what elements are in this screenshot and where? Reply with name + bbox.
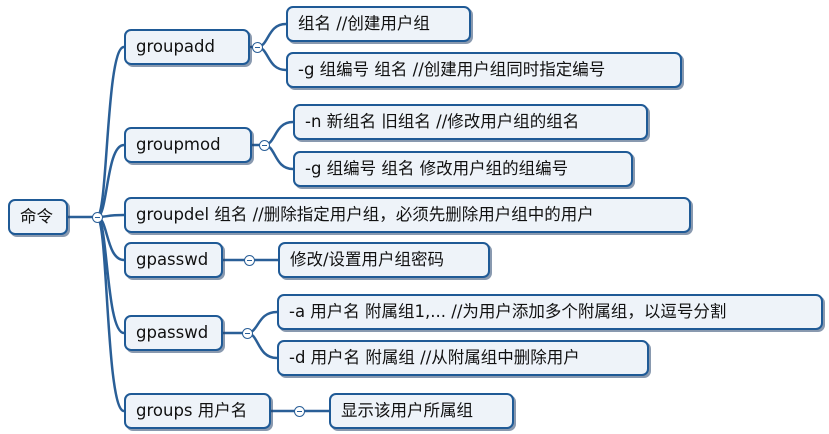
- branch-node-groupmod[interactable]: groupmod: [124, 127, 252, 163]
- branch-node-gpasswd-password[interactable]: gpasswd: [124, 242, 223, 278]
- branch-node-gpasswd-members[interactable]: gpasswd: [124, 315, 223, 351]
- connector-root-branch-5: [95, 215, 126, 413]
- root-node[interactable]: 命令: [8, 199, 68, 235]
- groups-collapse-toggle-icon[interactable]: [293, 405, 305, 417]
- groupmod-collapse-toggle-icon[interactable]: [258, 139, 270, 151]
- leaf-node-gpasswd-add[interactable]: -a 用户名 附属组1,... //为用户添加多个附属组，以逗号分割: [277, 294, 823, 330]
- leaf-node-gpasswd-set-password[interactable]: 修改/设置用户组密码: [278, 242, 490, 278]
- leaf-node-groups-show[interactable]: 显示该用户所属组: [329, 393, 514, 429]
- branch-node-groups[interactable]: groups 用户名: [124, 393, 271, 429]
- leaf-node-groupmod-rename[interactable]: -n 新组名 旧组名 //修改用户组的组名: [293, 104, 648, 140]
- gpasswd-password-collapse-toggle-icon[interactable]: [243, 254, 255, 266]
- leaf-node-groupadd-name[interactable]: 组名 //创建用户组: [286, 6, 471, 42]
- leaf-node-groupmod-gid[interactable]: -g 组编号 组名 修改用户组的组编号: [293, 151, 633, 187]
- groupadd-collapse-toggle-icon[interactable]: [251, 41, 263, 53]
- gpasswd-members-collapse-toggle-icon[interactable]: [241, 327, 253, 339]
- root-collapse-toggle-icon[interactable]: [91, 211, 103, 223]
- connector-root-branch-0: [95, 45, 126, 219]
- leaf-node-gpasswd-delete[interactable]: -d 用户名 附属组 //从附属组中删除用户: [277, 340, 649, 376]
- branch-node-groupadd[interactable]: groupadd: [124, 29, 250, 65]
- branch-node-groupdel[interactable]: groupdel 组名 //删除指定用户组，必须先删除用户组中的用户: [124, 197, 691, 233]
- leaf-node-groupadd-gid[interactable]: -g 组编号 组名 //创建用户组同时指定编号: [286, 52, 682, 88]
